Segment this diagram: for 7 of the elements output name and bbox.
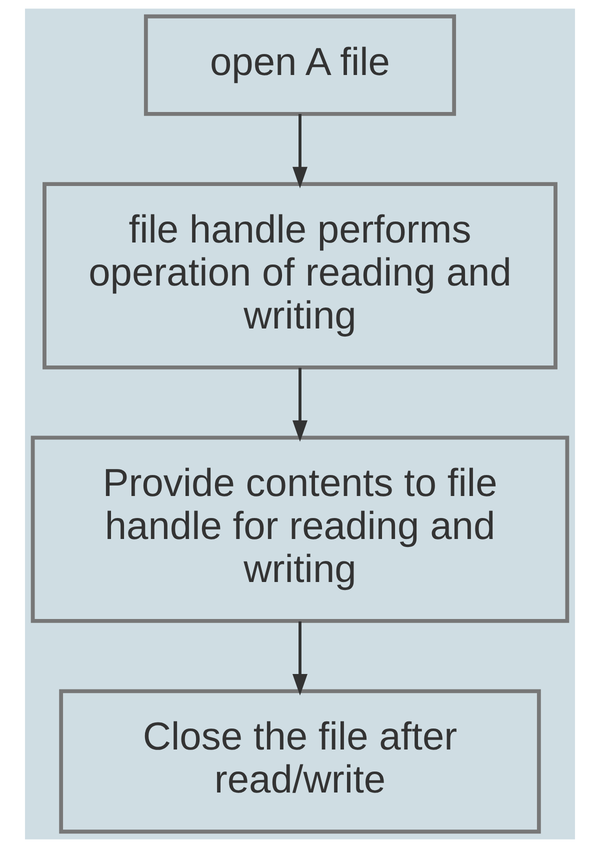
arrow — [292, 114, 308, 188]
node-box: file handle performs operation of reading and writing — [42, 182, 558, 370]
node-box: Provide contents to file handle for reading and writing — [30, 436, 570, 623]
node-box: Close the file after read/write — [59, 689, 541, 834]
node-box: open A file — [144, 14, 456, 116]
arrow — [292, 621, 308, 696]
arrow — [292, 368, 308, 442]
